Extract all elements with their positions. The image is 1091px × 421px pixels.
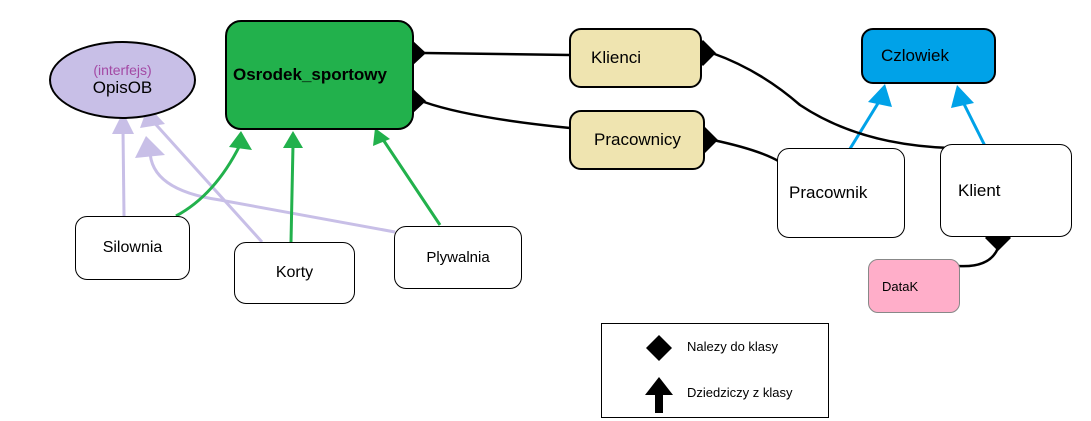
arrow-up-icon <box>645 377 673 413</box>
legend-inheritance-label: Dziedziczy z klasy <box>687 385 793 400</box>
klienci-klient-line <box>711 51 951 150</box>
osrodek-pracownicy-line <box>423 100 571 130</box>
klient-datak-line <box>957 247 1000 268</box>
plywalnia-label: Plywalnia <box>426 249 490 266</box>
datak-node: DataK <box>868 259 960 313</box>
silownia-green-arrowhead <box>229 131 252 150</box>
pracownicy-node: Pracownicy <box>569 110 705 170</box>
czlowiek-inheritance-links <box>846 99 988 153</box>
plywalnia-to-osrodek-line <box>380 137 442 226</box>
aggregation-links <box>423 51 1000 268</box>
opisob-stereotype: (interfejs) <box>93 62 152 78</box>
korty-to-osrodek-line <box>289 144 295 243</box>
korty-to-opisob-line <box>148 116 264 244</box>
czlowiek-node: Czlowiek <box>861 28 996 84</box>
silownia-to-opisob-line <box>121 129 126 217</box>
pracownik-blue-arrowhead <box>868 84 892 107</box>
korty-node: Korty <box>234 242 355 304</box>
korty-green-arrowhead <box>283 131 303 148</box>
klienci-node: Klienci <box>569 28 702 88</box>
interface-links <box>121 116 396 244</box>
plywalnia-node: Plywalnia <box>394 226 522 289</box>
silownia-label: Silownia <box>102 239 163 256</box>
diamond-icon <box>646 335 672 361</box>
pracownicy-label: Pracownicy <box>594 130 681 149</box>
legend: Nalezy do klasy Dziedziczy z klasy <box>601 323 829 418</box>
osrodek-klienci-line <box>423 51 571 57</box>
plywalnia-green-arrowhead <box>373 128 390 146</box>
opisob-interface-node: (interfejs) OpisOB <box>49 41 196 119</box>
czlowiek-arrowheads <box>868 84 974 108</box>
czlowiek-label: Czlowiek <box>881 46 950 65</box>
korty-label: Korty <box>275 264 314 281</box>
silownia-arrowhead <box>112 112 134 134</box>
klient-blue-arrowhead <box>951 85 974 108</box>
osrodek-inheritance-links <box>175 137 442 243</box>
opisob-label: OpisOB <box>92 78 153 97</box>
legend-aggregation-label: Nalezy do klasy <box>687 339 779 354</box>
klienci-label: Klienci <box>591 48 642 67</box>
klient-node: Klient <box>940 144 1072 237</box>
pracownik-label: Pracownik <box>789 183 868 202</box>
klient-to-czlowiek-line <box>960 99 988 149</box>
datak-label: DataK <box>882 278 919 294</box>
plywalnia-to-opisob-line <box>148 149 396 234</box>
pracownik-node: Pracownik <box>777 148 905 238</box>
osrodek-arrowheads <box>229 128 390 150</box>
osrodek-sportowy-label: Osrodek_sportowy <box>233 65 387 84</box>
klient-label: Klient <box>958 180 1001 200</box>
pracownicy-pracownik-line <box>712 138 781 164</box>
legend-icons <box>645 335 673 413</box>
plywalnia-arrowhead <box>135 136 165 158</box>
silownia-node: Silownia <box>75 216 190 280</box>
silownia-to-osrodek-line <box>175 144 242 218</box>
osrodek-sportowy-node: Osrodek_sportowy <box>225 20 414 130</box>
pracownik-to-czlowiek-line <box>846 99 882 153</box>
